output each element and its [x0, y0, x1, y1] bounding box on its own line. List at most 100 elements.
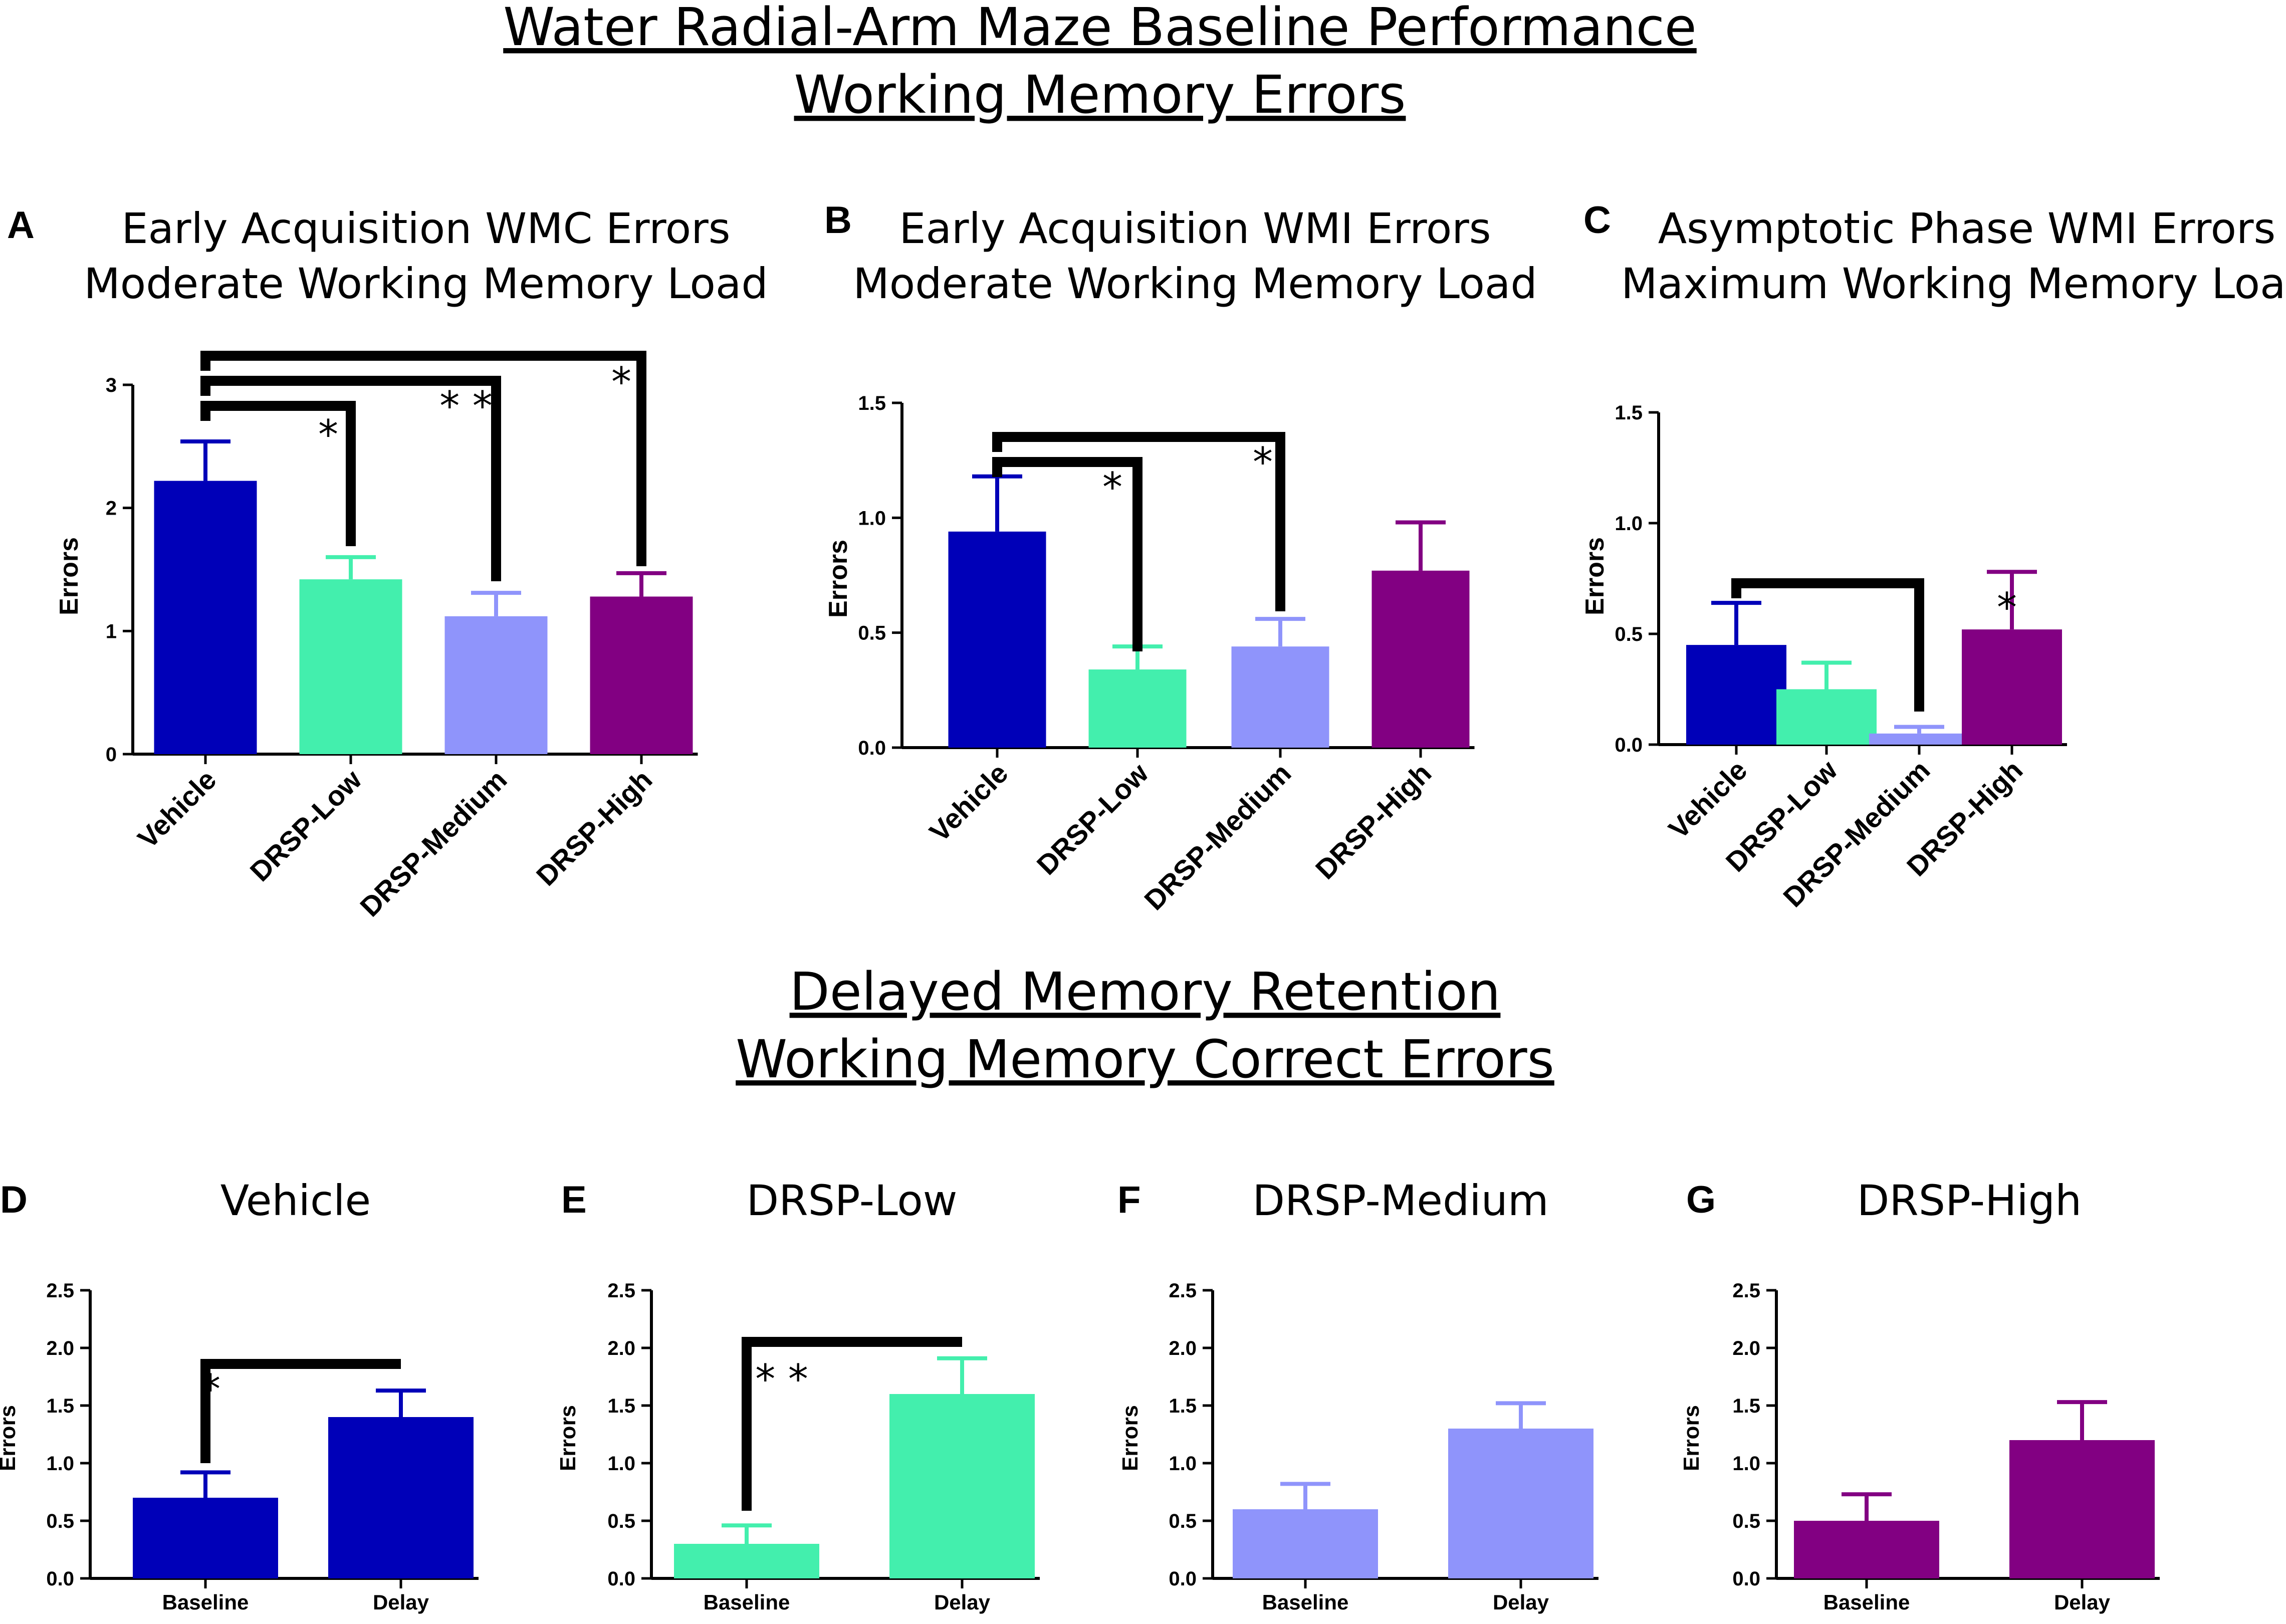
y-tick-label: 1.5 [1732, 1395, 1760, 1417]
panel-a-title-line1: Early Acquisition WMC Errors [121, 204, 730, 253]
panel-b: B Early Acquisition WMI Errors Moderate … [824, 199, 1537, 916]
y-tick-label: 0.5 [1615, 623, 1643, 645]
significance-marker: * [200, 1366, 220, 1413]
y-tick-label: 0.0 [46, 1568, 74, 1590]
significance-marker: * [318, 411, 338, 458]
significance-marker: * [611, 359, 631, 405]
y-tick-label: 0 [106, 744, 117, 766]
panel-letter-c: C [1583, 199, 1611, 242]
bar-baseline [674, 1544, 819, 1578]
significance-bracket [200, 401, 356, 546]
y-tick-label: 1.0 [1732, 1453, 1760, 1475]
y-tick-label: 0.0 [1615, 734, 1643, 756]
panel-e-title: DRSP-Low [747, 1176, 958, 1225]
y-tick-label: 0.0 [1732, 1568, 1760, 1590]
panel-c-y-axis-label: Errors [1580, 537, 1610, 615]
panel-letter-b: B [824, 199, 852, 242]
y-tick-label: 1.5 [46, 1395, 74, 1417]
x-category-label: DRSP-High [530, 764, 658, 892]
bar-baseline [1794, 1521, 1939, 1578]
y-tick-label: 1.5 [607, 1395, 635, 1417]
x-category-label: DRSP-Medium [354, 764, 513, 922]
x-category-label: Delay [2054, 1590, 2111, 1614]
x-category-label: DRSP-Low [244, 764, 368, 887]
bar-vehicle [154, 481, 257, 754]
panel-c-title-line1: Asymptotic Phase WMI Errors [1658, 204, 2276, 253]
panel-letter-f: F [1117, 1179, 1140, 1221]
y-tick-label: 0.5 [1732, 1510, 1760, 1532]
significance-marker: * [1997, 584, 2017, 631]
bar-vehicle [1686, 645, 1786, 745]
panel-b-title-line2: Moderate Working Memory Load [853, 259, 1537, 308]
y-tick-label: 2.0 [1732, 1337, 1760, 1359]
y-tick-label: 2.0 [46, 1337, 74, 1359]
x-category-label: Baseline [704, 1590, 790, 1614]
panel-d: D Vehicle Errors 0.0 0.5 1.0 1.5 2.0 2.5Basel… [0, 1176, 479, 1614]
x-category-label: Vehicle [131, 764, 222, 854]
y-tick-label: 1.0 [607, 1453, 635, 1475]
x-category-label: Baseline [1262, 1590, 1349, 1614]
panel-letter-a: A [7, 204, 35, 247]
significance-bracket [200, 376, 501, 581]
y-tick-label: 2.0 [1169, 1337, 1197, 1359]
significance-bracket [200, 351, 646, 566]
significance-bracket [992, 432, 1285, 611]
top-section-title-line2: Working Memory Errors [794, 64, 1406, 125]
y-tick-label: 1.0 [46, 1453, 74, 1475]
panel-d-title: Vehicle [220, 1176, 371, 1225]
significance-bracket [1731, 578, 1924, 712]
panel-letter-g: G [1686, 1179, 1716, 1221]
bar-vehicle [948, 531, 1046, 748]
panel-e: E DRSP-Low Errors 0.00.51.01.52.02.5Base… [556, 1176, 1040, 1614]
bar-drsp-high [1371, 570, 1470, 748]
y-tick-label: 1.5 [1615, 402, 1643, 424]
panel-a-title-line2: Moderate Working Memory Load [84, 259, 768, 308]
y-tick-label: 2.0 [607, 1337, 635, 1359]
y-tick-label: 0.0 [858, 737, 886, 759]
panel-letter-d: D [0, 1179, 28, 1221]
y-tick-label: 0.0 [607, 1568, 635, 1590]
bar-drsp-medium [1869, 733, 1969, 745]
y-tick-label: 0.0 [1169, 1568, 1197, 1590]
bar-baseline [133, 1498, 278, 1578]
y-tick-label: 2.5 [46, 1280, 74, 1302]
bar-drsp-medium [1231, 646, 1329, 748]
y-tick-label: 0.5 [46, 1510, 74, 1532]
bar-baseline [1233, 1509, 1378, 1578]
x-category-label: Baseline [1823, 1590, 1910, 1614]
x-category-label: Delay [373, 1590, 429, 1614]
panel-f-title: DRSP-Medium [1252, 1176, 1548, 1225]
panel-c: C Asymptotic Phase WMI Errors Maximum Wo… [1580, 199, 2286, 913]
top-section-title-line1: Water Radial-Arm Maze Baseline Performan… [503, 0, 1697, 58]
panel-c-title-line2: Maximum Working Memory Load [1621, 259, 2286, 308]
x-category-label: Delay [1493, 1590, 1549, 1614]
bar-drsp-low [299, 579, 402, 754]
significance-bracket [200, 1359, 401, 1463]
panel-f-y-axis-label: Errors [1118, 1405, 1142, 1471]
y-tick-label: 2.5 [1732, 1280, 1760, 1302]
bottom-section-title-line2: Working Memory Correct Errors [736, 1029, 1554, 1090]
bar-delay [889, 1394, 1035, 1578]
x-category-label: Vehicle [1662, 754, 1753, 845]
y-tick-label: 2 [106, 498, 117, 520]
y-tick-label: 1.5 [858, 392, 886, 414]
y-tick-label: 1.0 [1169, 1453, 1197, 1475]
bar-drsp-low [1088, 669, 1187, 748]
bar-drsp-high [1962, 629, 2062, 745]
panel-d-y-axis-label: Errors [0, 1405, 20, 1471]
y-tick-label: 3 [106, 374, 117, 396]
panel-a-y-axis-label: Errors [55, 537, 84, 615]
x-category-label: Baseline [162, 1590, 249, 1614]
x-category-label: DRSP-High [1309, 757, 1438, 885]
y-tick-label: 1.0 [1615, 513, 1643, 535]
y-tick-label: 0.5 [1169, 1510, 1197, 1532]
panel-b-title-line1: Early Acquisition WMI Errors [899, 204, 1491, 253]
panel-g: G DRSP-High Errors 0.00.51.01.52.02.5Bas… [1679, 1176, 2160, 1614]
y-tick-label: 0.5 [607, 1510, 635, 1532]
